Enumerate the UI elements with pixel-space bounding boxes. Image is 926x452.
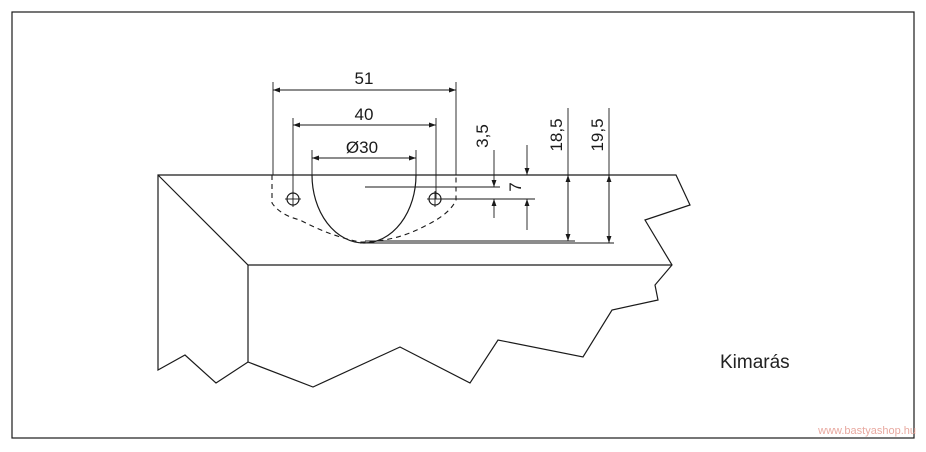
board-outline — [157, 174, 691, 388]
dimension-18-5: 18,5 — [547, 108, 571, 241]
watermark-text: www.bastyashop.hu — [818, 425, 916, 437]
dimension-30: Ø30 — [311, 138, 417, 175]
dimension-7-label: 7 — [506, 182, 525, 191]
dimension-7: 7 — [506, 145, 530, 230]
recess-dashed-outline — [271, 175, 457, 243]
dimension-30-label: Ø30 — [346, 138, 378, 157]
recess — [271, 174, 457, 244]
dimension-18-5-label: 18,5 — [547, 118, 566, 151]
dimension-3-5: 3,5 — [473, 124, 497, 218]
dimension-19-5: 19,5 — [588, 108, 612, 243]
caption-label: Kimarás — [720, 352, 790, 373]
dimension-51-label: 51 — [355, 69, 374, 88]
dimension-19-5-label: 19,5 — [588, 118, 607, 151]
dimension-40-label: 40 — [355, 105, 374, 124]
dimension-40: 40 — [292, 105, 437, 199]
workpiece — [157, 174, 691, 388]
dimension-3-5-label: 3,5 — [473, 124, 492, 148]
drawing-frame — [11, 11, 915, 439]
dimension-51: 51 — [272, 69, 457, 175]
